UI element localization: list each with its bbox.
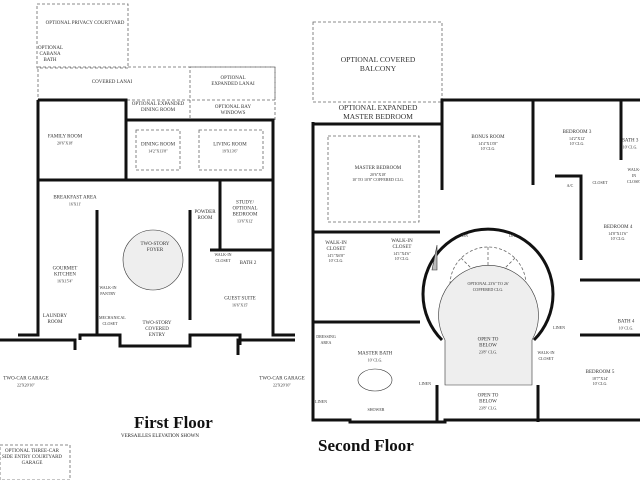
room-expanded-master: OPTIONAL EXPANDED MASTER BEDROOM	[338, 103, 418, 121]
covered-balcony-outline	[312, 21, 443, 103]
room-mechanical: MECHANICAL CLOSET	[99, 315, 126, 326]
room-side-entry-garage: OPTIONAL THREE-CAR SIDE ENTRY COURTYARD …	[1, 449, 63, 466]
room-bath-2: BATH 2	[239, 261, 257, 266]
foyer-stair	[122, 229, 184, 291]
room-walkin-closet-br5: WALK-IN CLOSET	[537, 350, 555, 361]
room-covered-lanai: COVERED LANAI	[91, 80, 133, 85]
room-powder: POWDER ROOM	[194, 210, 216, 221]
room-laundry: LAUNDRY ROOM	[42, 314, 68, 325]
stair-down-left: DN	[462, 233, 468, 238]
room-closet: CLOSET	[592, 180, 608, 185]
room-expanded-dining: OPTIONAL EXPANDED DINING ROOM	[131, 102, 185, 113]
stair-down-right: DN	[509, 233, 515, 238]
room-walkin-closet-br3: WALK-IN CLOSET	[627, 167, 640, 184]
room-covered-entry: TWO-STORY COVERED ENTRY	[142, 321, 172, 338]
room-walkin-closet: WALK-IN CLOSET	[214, 252, 232, 263]
room-cabana-bath: OPTIONAL CABANA BATH	[38, 46, 63, 63]
privacy-courtyard-outline	[36, 3, 129, 69]
room-privacy-courtyard: OPTIONAL PRIVACY COURTYARD	[45, 21, 125, 26]
room-linen-1: LINEN	[315, 399, 327, 404]
room-linen-3: LINEN	[553, 325, 565, 330]
coffered-ceiling-note: OPTIONAL 23'6" TO 26' COFFERED CLG.	[467, 281, 509, 292]
room-bay-windows: OPTIONAL BAY WINDOWS	[214, 105, 252, 116]
room-expanded-lanai: OPTIONAL EXPANDED LANAI	[211, 76, 255, 87]
room-dressing-area: DRESSING AREA	[316, 334, 336, 345]
room-foyer: TWO-STORY FOYER	[140, 242, 170, 253]
first-floor-title: First Floor	[134, 413, 213, 432]
room-covered-balcony: OPTIONAL COVERED BALCONY	[340, 55, 416, 73]
ac-unit: A/C	[566, 183, 574, 188]
open-to-below-area	[438, 265, 539, 386]
master-tub	[357, 368, 393, 392]
room-linen-2: LINEN	[419, 381, 431, 386]
first-floor-subtitle: VERSAILLES ELEVATION SHOWN	[121, 434, 199, 439]
second-floor-title: Second Floor	[318, 436, 414, 455]
room-shower: SHOWER	[367, 407, 385, 412]
room-walkin-pantry: WALK-IN PANTRY	[99, 285, 117, 296]
